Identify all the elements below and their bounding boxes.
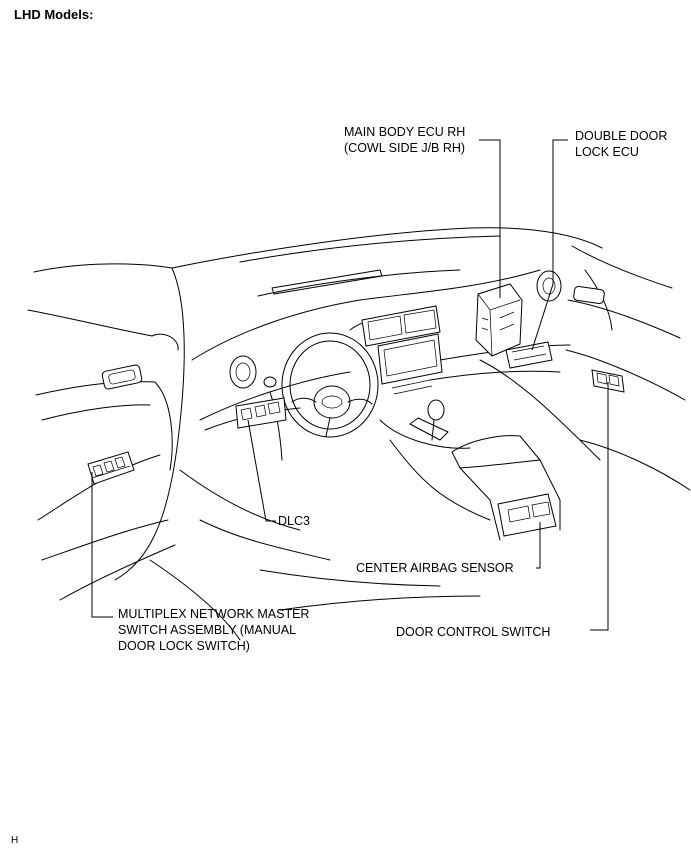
label-main-body-ecu: MAIN BODY ECU RH (COWL SIDE J/B RH) (344, 125, 466, 155)
heading: LHD Models: (14, 7, 94, 22)
label-double-door-lock-ecu: DOUBLE DOOR LOCK ECU (575, 129, 668, 159)
right-door (536, 245, 691, 491)
main-body-ecu (475, 283, 523, 357)
label-multiplex-switch: MULTIPLEX NETWORK MASTER SWITCH ASSEMBLY… (118, 607, 310, 653)
multiplex-switch-unit (87, 451, 135, 485)
center-stack (361, 305, 443, 395)
left-door (27, 263, 185, 601)
label-door-control-switch: DOOR CONTROL SWITCH (396, 625, 551, 639)
floor-lines (149, 469, 481, 641)
footer-code: H (11, 835, 19, 846)
center-console (379, 359, 601, 541)
windshield-frame (171, 227, 603, 297)
left-vent (229, 355, 277, 389)
steering-wheel (269, 332, 379, 461)
label-center-airbag-sensor: CENTER AIRBAG SENSOR (356, 561, 514, 575)
dlc3-panel (235, 397, 287, 429)
label-dlc3: DLC3 (278, 514, 310, 528)
leader-lines (91, 139, 609, 631)
